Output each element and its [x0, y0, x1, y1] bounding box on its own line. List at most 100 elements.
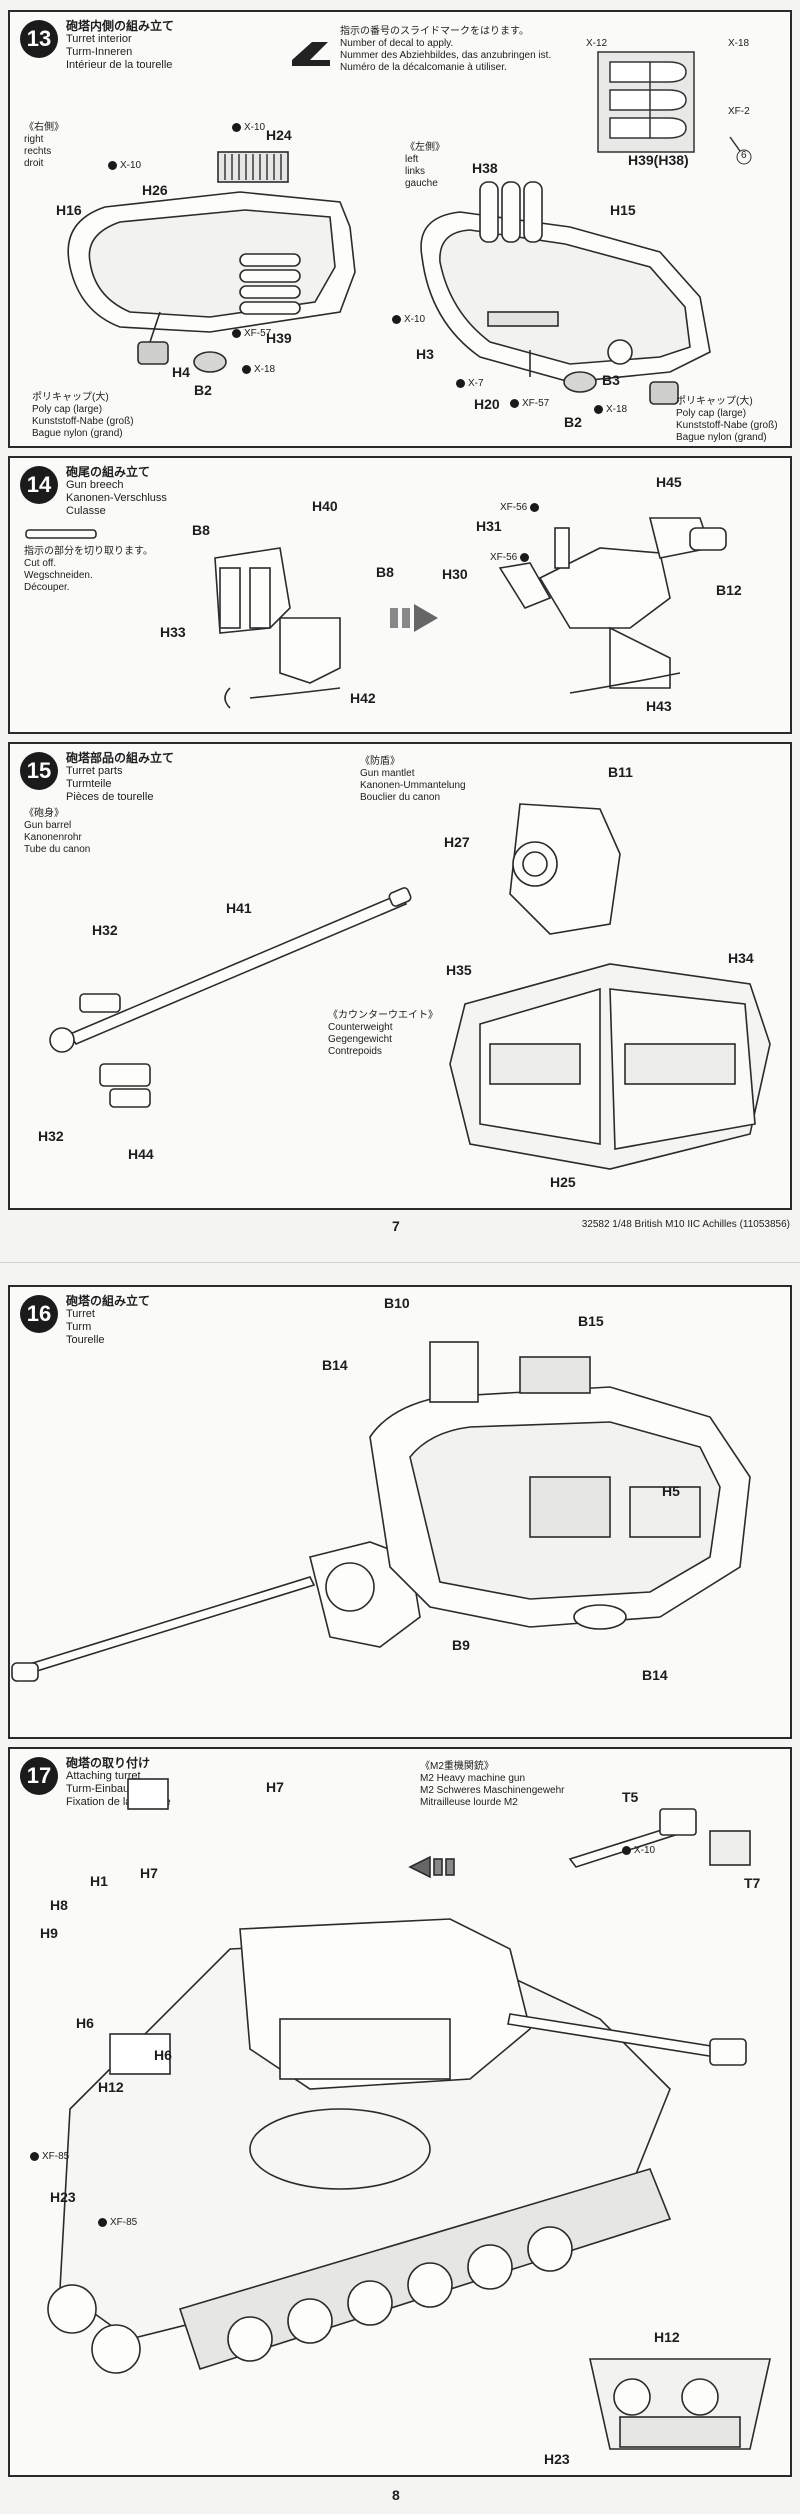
part-label: H30	[442, 566, 468, 582]
part-label: H32	[38, 1128, 64, 1144]
mg-de: M2 Schweres Maschinengewehr	[420, 1785, 565, 1796]
part-label: H16	[56, 202, 82, 218]
paint-callout: XF-57	[232, 328, 271, 339]
part-label: H39	[266, 330, 292, 346]
decal-symbol-icon	[292, 42, 330, 66]
part-label: B10	[384, 1295, 410, 1311]
cut-fr: Découper.	[24, 582, 70, 593]
polycap-en: Poly cap (large)	[32, 404, 103, 415]
polycap-fr-2: Bague nylon (grand)	[676, 432, 767, 443]
barrel-fr: Tube du canon	[24, 844, 91, 855]
right-side-jp: 《右側》	[24, 122, 64, 133]
part-label: H27	[444, 834, 470, 850]
polycap-de-2: Kunststoff-Nabe (groß)	[676, 420, 778, 431]
polycap-de: Kunststoff-Nabe (groß)	[32, 416, 134, 427]
step-15-badge: 15	[20, 752, 58, 790]
right-side-label: 《右側》 right rechts droit	[24, 122, 64, 170]
part-label: B2	[194, 382, 212, 398]
part-label: B15	[578, 1313, 604, 1329]
left-side-fr: gauche	[405, 178, 438, 189]
step-17-panel: 17 砲塔の取り付け Attaching turret Turm-Einbau …	[8, 1747, 792, 2477]
part-label: B2	[564, 414, 582, 430]
mantlet-fr: Bouclier du canon	[360, 792, 441, 803]
polycap-en-2: Poly cap (large)	[676, 408, 747, 419]
part-label: H8	[50, 1897, 68, 1913]
cut-de: Wegschneiden.	[24, 570, 93, 581]
left-side-de: links	[405, 166, 426, 177]
step-17-title-en: Attaching turret	[66, 1770, 141, 1782]
direction-arrow-icon	[390, 604, 438, 632]
part-label: H7	[266, 1779, 284, 1795]
part-label: H12	[654, 2329, 680, 2345]
direction-arrow-icon	[408, 1855, 455, 1879]
mg-jp: 《M2重機関銃》	[420, 1761, 494, 1772]
paint-callout: X-18	[728, 38, 750, 49]
decal-note-en: Number of decal to apply.	[340, 38, 454, 49]
step-14-diagram	[25, 517, 727, 709]
part-label: H12	[98, 2079, 124, 2095]
decal-note-de: Nummer des Abziehbildes, das anzubringen…	[340, 50, 552, 61]
step-16-title-en: Turret	[66, 1308, 95, 1320]
decal-note-jp: 指示の番号のスライドマークをはります。	[340, 26, 529, 37]
step-13-panel: 13 砲塔内側の組み立て Turret interior Turm-Innere…	[8, 10, 792, 448]
step-17-title: 砲塔の取り付け Attaching turret Turm-Einbau Fix…	[66, 1757, 171, 1809]
part-label: B14	[642, 1667, 668, 1683]
part-label: H23	[50, 2189, 76, 2205]
right-side-de: rechts	[24, 146, 52, 157]
part-label: H45	[656, 474, 682, 490]
part-label: B8	[192, 522, 210, 538]
step-14-title-en: Gun breech	[66, 479, 124, 491]
step-14-title-jp: 砲尾の組み立て	[66, 465, 151, 479]
part-label: T5	[622, 1789, 639, 1805]
paint-callout: X-18	[594, 404, 627, 415]
part-label: H40	[312, 498, 338, 514]
left-side-label: 《左側》 left links gauche	[405, 142, 445, 190]
step-16-title: 砲塔の組み立て Turret Turm Tourelle	[66, 1295, 150, 1347]
step-13-title-fr: Intérieur de la tourelle	[66, 59, 173, 71]
paint-callout: X-10	[622, 1845, 655, 1856]
part-label: H38	[472, 160, 498, 176]
part-label: H6	[76, 2015, 94, 2031]
decal-number: 6	[741, 150, 747, 161]
paint-callout: X-18	[242, 364, 275, 375]
step-17-title-jp: 砲塔の取り付け	[66, 1756, 151, 1770]
step-15-title-jp: 砲塔部品の組み立て	[66, 751, 175, 765]
part-label: B9	[452, 1637, 470, 1653]
step-14-badge: 14	[20, 466, 58, 504]
paint-callout: XF-85	[98, 2217, 137, 2228]
part-label: H5	[662, 1483, 680, 1499]
step-13-title-jp: 砲塔内側の組み立て	[66, 19, 175, 33]
part-label: H9	[40, 1925, 58, 1941]
step-16-title-jp: 砲塔の組み立て	[66, 1294, 151, 1308]
part-label: H39(H38)	[628, 152, 689, 168]
page-8: 16 砲塔の組み立て Turret Turm Tourelle	[0, 1262, 800, 2514]
paint-callout: X-10	[232, 122, 265, 133]
step-16-badge: 16	[20, 1295, 58, 1333]
part-label: H35	[446, 962, 472, 978]
part-label: H26	[142, 182, 168, 198]
cut-jp: 指示の部分を切り取ります。	[24, 546, 153, 557]
step-15-title-de: Turmteile	[66, 778, 112, 790]
part-label: H31	[476, 518, 502, 534]
step-17-badge: 17	[20, 1757, 58, 1795]
mantlet-jp: 《防盾》	[360, 756, 400, 767]
barrel-en: Gun barrel	[24, 820, 72, 831]
step-16-diagram	[11, 1341, 751, 1682]
polycap-fr: Bague nylon (grand)	[32, 428, 123, 439]
step-14-title: 砲尾の組み立て Gun breech Kanonen-Verschluss Cu…	[66, 466, 167, 518]
paint-callout: XF-56	[490, 552, 532, 563]
cw-fr: Contrepoids	[328, 1046, 382, 1057]
part-label: H20	[474, 396, 500, 412]
cut-off-note: 指示の部分を切り取ります。 Cut off. Wegschneiden. Déc…	[24, 546, 153, 594]
mg-en: M2 Heavy machine gun	[420, 1773, 526, 1784]
cw-jp: 《カウンターウエイト》	[328, 1010, 438, 1021]
step-16-title-de: Turm	[66, 1321, 92, 1333]
paint-callout: XF-85	[30, 2151, 69, 2162]
step-17-title-de: Turm-Einbau	[66, 1783, 130, 1795]
polycap-note-right: ポリキャップ(大) Poly cap (large) Kunststoff-Na…	[32, 392, 134, 440]
polycap-jp-2: ポリキャップ(大)	[676, 396, 753, 407]
part-label: H34	[728, 950, 754, 966]
part-label: B14	[322, 1357, 348, 1373]
part-label: H6	[154, 2047, 172, 2063]
part-label: H7	[140, 1865, 158, 1881]
